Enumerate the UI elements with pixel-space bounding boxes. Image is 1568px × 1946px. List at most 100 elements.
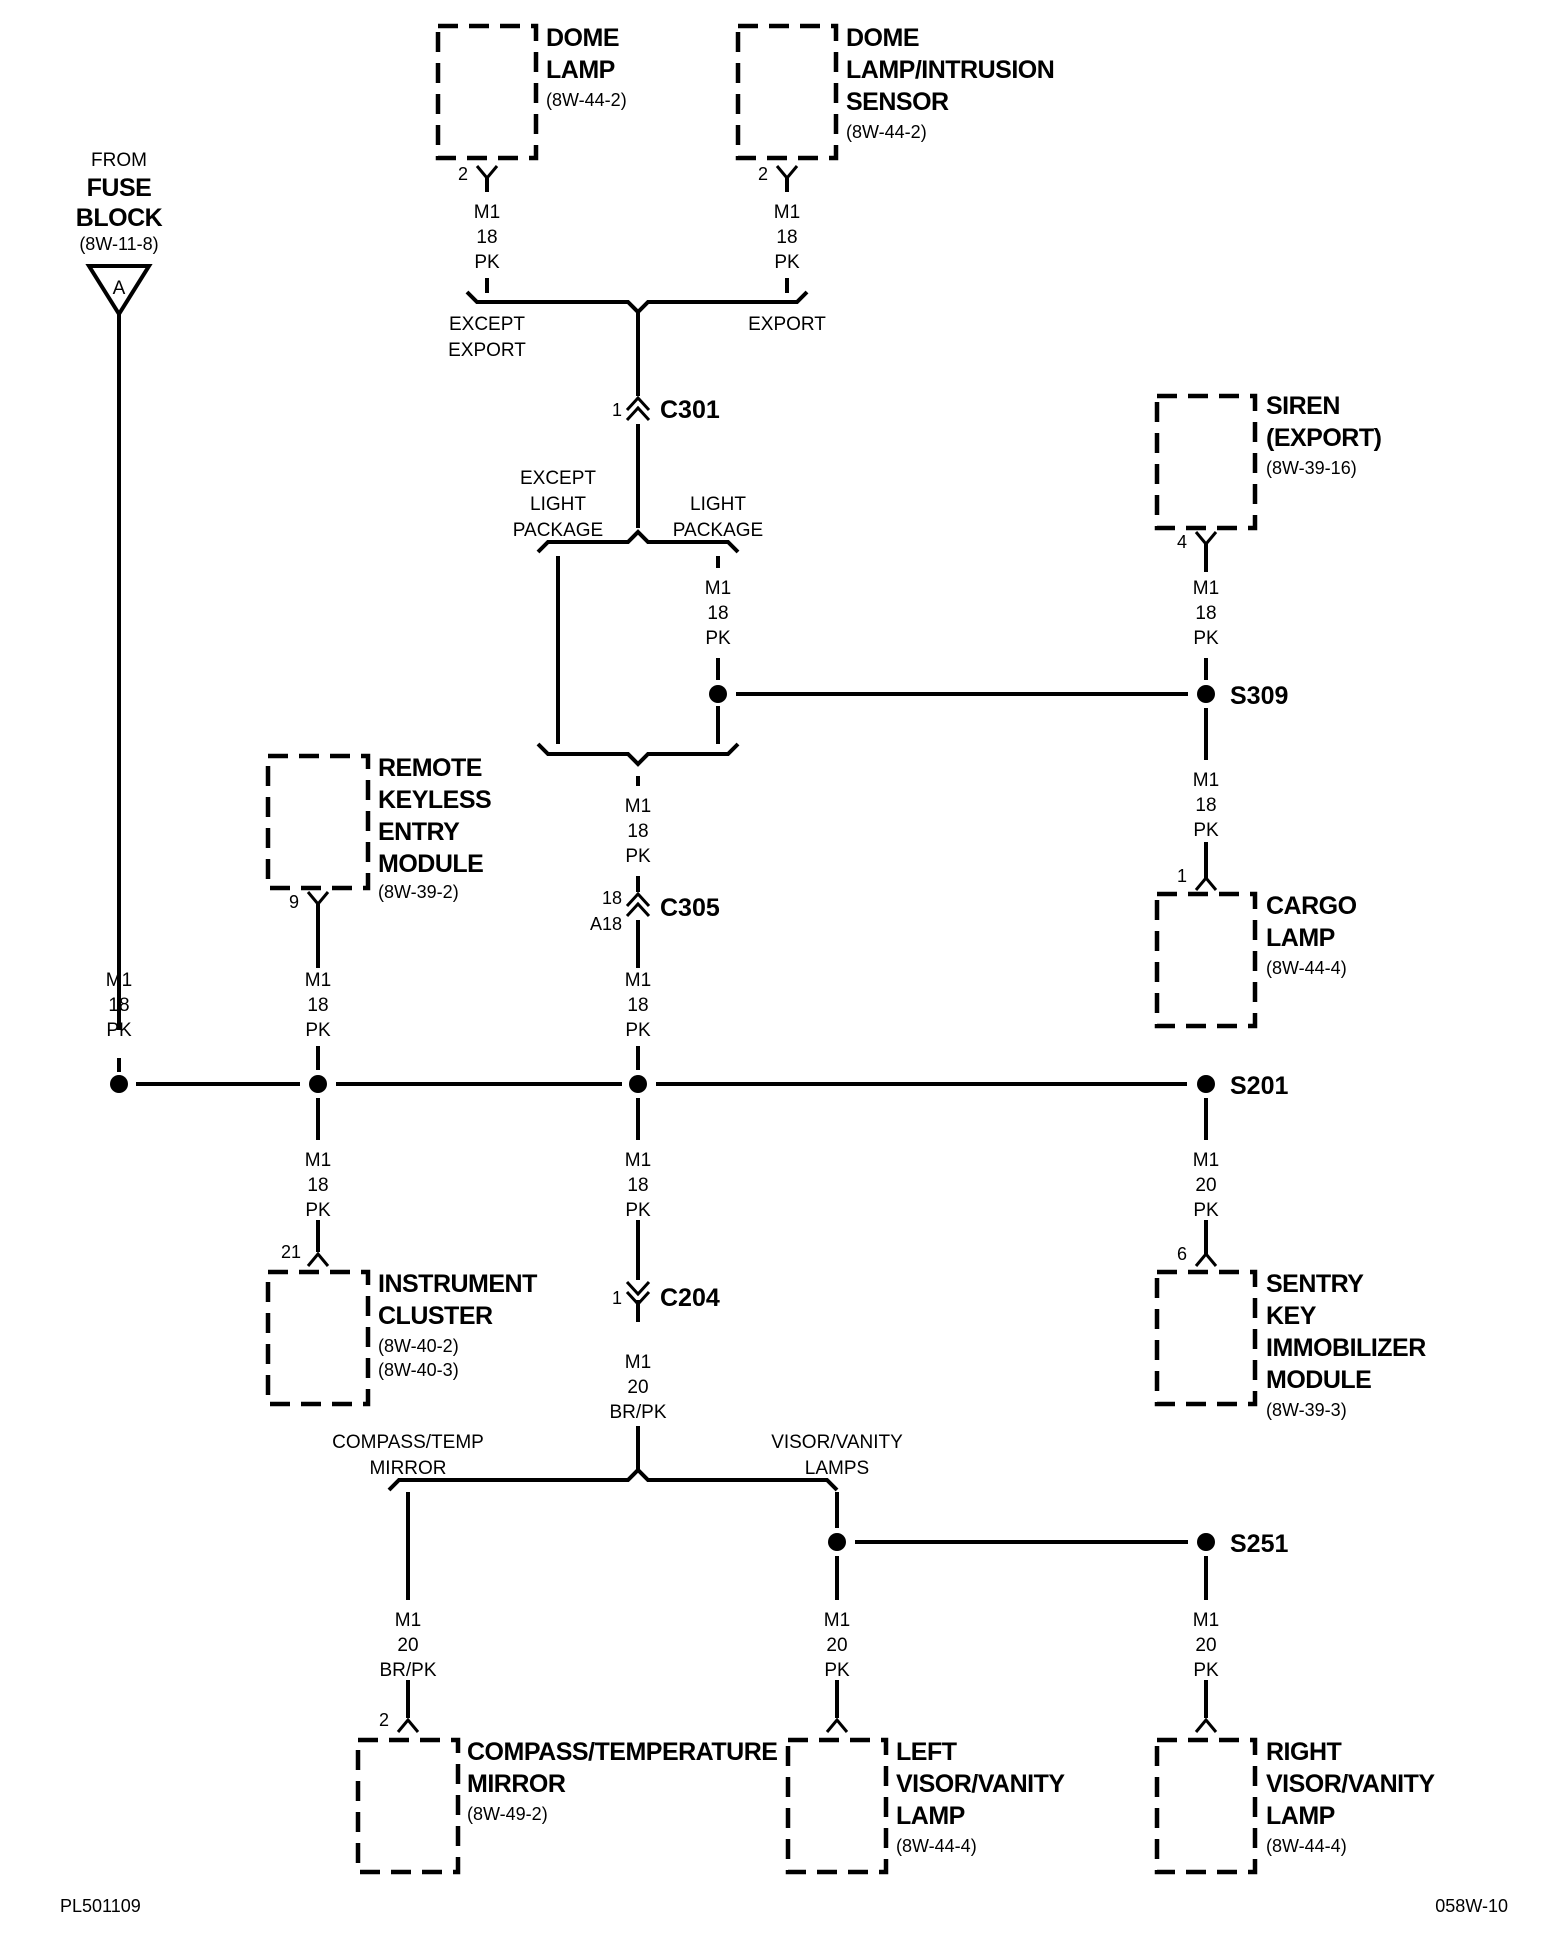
source-name-line2: BLOCK	[76, 204, 163, 232]
bracket-light-package	[536, 529, 740, 554]
wire-color: BR/PK	[379, 1660, 436, 1681]
left-visor-box	[785, 1737, 889, 1875]
siren-title-2: (EXPORT)	[1266, 424, 1382, 452]
right-visor-ref: (8W-44-4)	[1266, 1836, 1347, 1856]
cargo-lamp-box	[1154, 891, 1258, 1029]
junction-light-package	[709, 685, 727, 703]
wire-code: M1	[1193, 578, 1219, 599]
right-visor-box	[1154, 1737, 1258, 1875]
branch-compass-2: MIRROR	[369, 1458, 446, 1479]
wire-code: M1	[1193, 1610, 1219, 1631]
wire-color: PK	[305, 1200, 331, 1221]
wire-code: M1	[705, 578, 731, 599]
splice-s309-dot	[1197, 685, 1215, 703]
compass-title-2: MIRROR	[467, 1770, 566, 1798]
connector-labels: 1 C301 18 A18 C305 1 C204	[590, 396, 720, 1312]
compass-pin: 2	[379, 1710, 389, 1730]
pin-fork-dome	[475, 165, 499, 181]
splice-dots	[110, 685, 1215, 1551]
pin-fork-rke	[306, 891, 330, 907]
wire-gauge: 18	[1195, 603, 1216, 624]
splice-s251-label: S251	[1230, 1530, 1288, 1558]
wire-gauge: 18	[627, 821, 648, 842]
footer-page-id: 058W-10	[1435, 1896, 1508, 1916]
splice-s309-label: S309	[1230, 682, 1288, 710]
wire-gauge: 18	[1195, 795, 1216, 816]
dome-lamp-title-1: DOME	[546, 24, 619, 52]
cluster-ref-2: (8W-40-3)	[378, 1360, 459, 1380]
wire-code: M1	[625, 970, 651, 991]
cluster-ref-1: (8W-40-2)	[378, 1336, 459, 1356]
wire-gauge: 18	[707, 603, 728, 624]
connector-c301-chevron-a	[625, 395, 651, 412]
branch-except-export-1: EXCEPT	[449, 314, 525, 335]
skim-ref: (8W-39-3)	[1266, 1400, 1347, 1420]
pin-fork-cargo	[1194, 875, 1218, 891]
splice-labels: S309 S201 S251	[1230, 682, 1288, 1558]
rke-title-3: ENTRY	[378, 818, 460, 846]
branch-light-2: PACKAGE	[673, 520, 763, 541]
dome-lamp-box	[435, 23, 539, 161]
connector-c301-name: C301	[660, 396, 720, 424]
rke-pin: 9	[289, 892, 299, 912]
pin-symbols	[306, 165, 1218, 1733]
pin-fork-skim	[1194, 1251, 1218, 1267]
connector-c305-pin-b: A18	[590, 914, 622, 934]
skim-title-3: IMMOBILIZER	[1266, 1334, 1426, 1362]
wire-code: M1	[1193, 1150, 1219, 1171]
wire-gauge: 18	[776, 227, 797, 248]
source-from-label: FROM	[91, 150, 147, 171]
rke-title-1: REMOTE	[378, 754, 482, 782]
source-labels: FROM FUSE BLOCK (8W-11-8) A	[76, 150, 163, 299]
wire-color: PK	[1193, 1660, 1219, 1681]
branch-except-light-1: EXCEPT	[520, 468, 596, 489]
branch-except-light-3: PACKAGE	[513, 520, 603, 541]
cargo-ref: (8W-44-4)	[1266, 958, 1347, 978]
wire-gauge: 20	[627, 1377, 648, 1398]
wire-code: M1	[625, 796, 651, 817]
source-terminal: A	[113, 278, 126, 299]
dome-intrusion-box	[735, 23, 839, 161]
branch-visor-2: LAMPS	[805, 1458, 869, 1479]
component-boxes	[265, 23, 1258, 1875]
siren-box	[1154, 393, 1258, 531]
wire-color: PK	[625, 846, 651, 867]
wire-code: M1	[106, 970, 132, 991]
left-visor-title-3: LAMP	[896, 1802, 965, 1830]
dome-intrusion-title-2: LAMP/INTRUSION	[846, 56, 1054, 84]
dome-intrusion-title-3: SENSOR	[846, 88, 949, 116]
wire-color: PK	[305, 1020, 331, 1041]
wire-gauge: 18	[627, 1175, 648, 1196]
wire-gauge: 18	[108, 995, 129, 1016]
dome-lamp-pin: 2	[458, 164, 468, 184]
connector-c204-name: C204	[660, 1284, 720, 1312]
branch-visor-1: VISOR/VANITY	[771, 1432, 903, 1453]
branch-export: EXPORT	[748, 314, 826, 335]
source-ref: (8W-11-8)	[79, 234, 158, 254]
pin-fork-siren	[1194, 531, 1218, 547]
wire-color: BR/PK	[609, 1402, 666, 1423]
wire-color: PK	[824, 1660, 850, 1681]
rke-module-box	[265, 753, 371, 891]
connector-c305-chevron-b	[625, 901, 651, 918]
compass-ref: (8W-49-2)	[467, 1804, 548, 1824]
wire-gauge: 18	[476, 227, 497, 248]
dome-intrusion-pin: 2	[758, 164, 768, 184]
skim-title-1: SENTRY	[1266, 1270, 1364, 1298]
wire-code: M1	[305, 970, 331, 991]
junction-rke-cluster	[309, 1075, 327, 1093]
splice-s201-dot	[1197, 1075, 1215, 1093]
source-name-line1: FUSE	[87, 174, 152, 202]
bracket-export	[465, 290, 809, 315]
instrument-cluster-box	[265, 1269, 371, 1407]
bracket-mirror-visor	[387, 1467, 839, 1492]
branch-light-1: LIGHT	[690, 494, 746, 515]
left-visor-ref: (8W-44-4)	[896, 1836, 977, 1856]
branch-labels: EXCEPT EXPORT EXPORT EXCEPT LIGHT PACKAG…	[332, 314, 903, 1479]
dome-lamp-ref: (8W-44-2)	[546, 90, 627, 110]
wire-gauge: 18	[307, 1175, 328, 1196]
wire-color: PK	[774, 252, 800, 273]
rke-title-2: KEYLESS	[378, 786, 491, 814]
skim-title-2: KEY	[1266, 1302, 1317, 1330]
